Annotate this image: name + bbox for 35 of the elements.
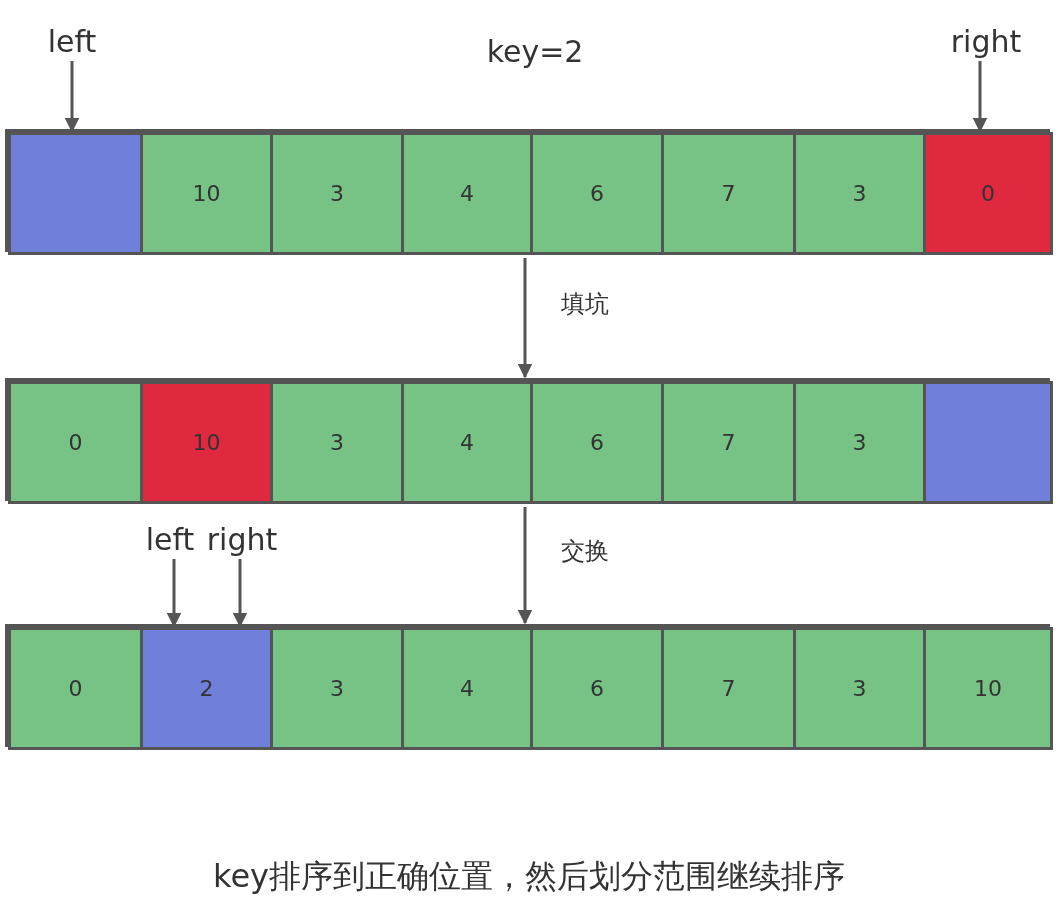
array-cell: 0	[8, 627, 143, 750]
arrow	[517, 507, 533, 625]
array-cell: 4	[401, 132, 533, 255]
array-row	[5, 129, 1050, 252]
array-cell: 10	[923, 627, 1053, 750]
array-cell: 3	[793, 627, 926, 750]
array-cell: 7	[661, 381, 796, 504]
array-cell: 0	[8, 381, 143, 504]
array-cell: 3	[270, 627, 404, 750]
array-cell: 7	[661, 627, 796, 750]
caption: key排序到正确位置，然后划分范围继续排序	[212, 856, 846, 897]
array-cell: 4	[401, 381, 533, 504]
array-cell: 10	[140, 132, 273, 255]
array-cell	[923, 381, 1053, 504]
pointer-label: right	[926, 24, 1046, 59]
array-cell: 2	[140, 627, 273, 750]
key-label: key=2	[485, 34, 585, 69]
array-row	[5, 378, 1050, 501]
edge-label: 交换	[561, 536, 609, 567]
array-cell: 3	[793, 381, 926, 504]
edge-label: 填坑	[561, 288, 609, 320]
array-cell: 6	[530, 627, 664, 750]
array-cell: 3	[793, 132, 926, 255]
array-row	[5, 624, 1050, 747]
array-cell: 3	[270, 132, 404, 255]
array-cell: 3	[270, 381, 404, 504]
array-cell	[8, 132, 143, 255]
array-cell: 10	[140, 381, 273, 504]
array-cell: 6	[530, 381, 664, 504]
arrow	[517, 258, 533, 379]
array-cell: 6	[530, 132, 664, 255]
pointer-label: left	[12, 24, 132, 59]
array-cell: 4	[401, 627, 533, 750]
array-cell: 0	[923, 132, 1053, 255]
array-cell: 7	[661, 132, 796, 255]
